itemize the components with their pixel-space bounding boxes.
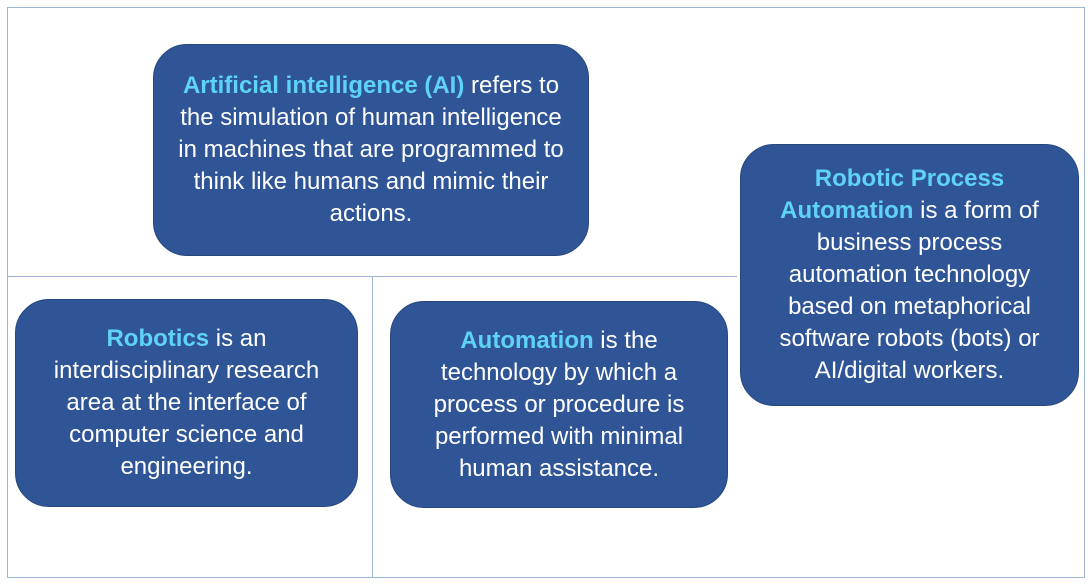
- rpa-definition: is a form of business process automation…: [779, 197, 1040, 384]
- rpa-definition-text: Robotic Process Automation is a form of …: [767, 163, 1052, 387]
- robotics-term: Robotics: [106, 325, 210, 352]
- robotics-definition: is an interdisciplinary research area at…: [53, 325, 320, 480]
- robotics-definition-box: Robotics is an interdisciplinary researc…: [15, 299, 358, 507]
- ai-definition: refers to the simulation of human intell…: [178, 72, 564, 227]
- automation-definition: is the technology by which a process or …: [433, 326, 685, 482]
- automation-definition-text: Automation is the technology by which a …: [413, 325, 705, 485]
- automation-term: Automation: [460, 326, 594, 354]
- vertical-divider: [372, 276, 373, 578]
- diagram-frame: [7, 7, 1085, 578]
- automation-definition-box: Automation is the technology by which a …: [390, 301, 728, 508]
- ai-definition-text: Artificial intelligence (AI) refers to t…: [178, 70, 564, 230]
- ai-term: Artificial intelligence (AI): [182, 72, 465, 99]
- ai-definition-box: Artificial intelligence (AI) refers to t…: [153, 44, 589, 256]
- rpa-definition-box: Robotic Process Automation is a form of …: [740, 144, 1079, 406]
- robotics-definition-text: Robotics is an interdisciplinary researc…: [40, 323, 333, 483]
- rpa-term: Robotic Process Automation: [780, 165, 1005, 224]
